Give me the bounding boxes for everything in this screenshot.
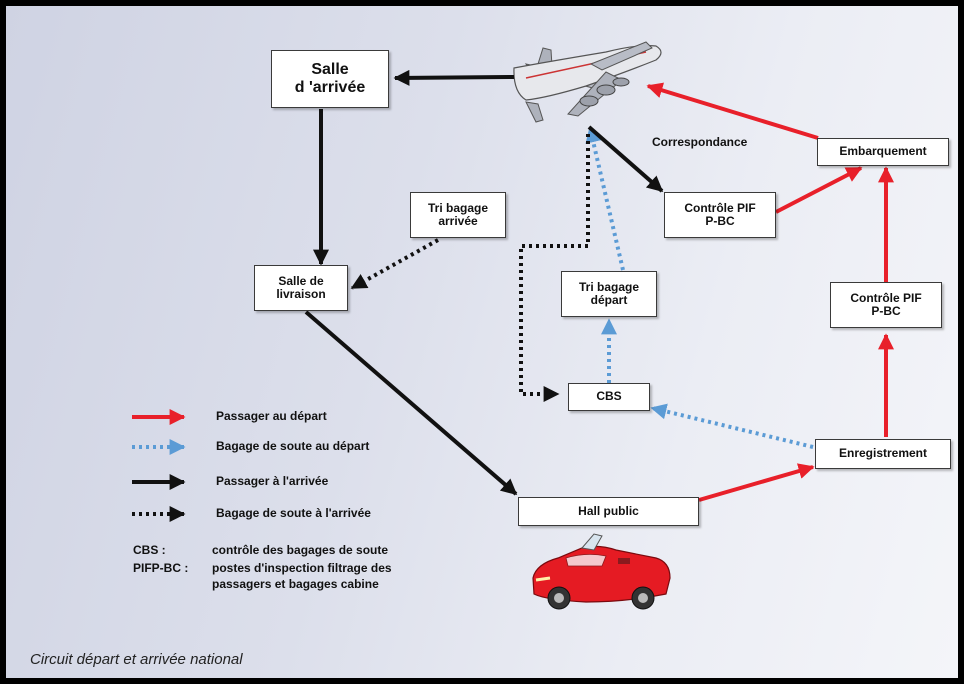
node-tri-bagage-depart: Tri bagage départ: [561, 271, 657, 317]
edge-enregistrement-to-cbs: [650, 403, 814, 449]
edge-tri-depart-to-aircraft: [585, 126, 625, 271]
node-tri-bagage-arrivee: Tri bagage arrivée: [410, 192, 506, 238]
node-controle-pif-right: Contrôle PIF P-BC: [830, 282, 942, 328]
edge-livraison-to-hall: [304, 310, 518, 496]
legend-label-passager-depart: Passager au départ: [216, 409, 327, 423]
abbr-pifp-term: PIFP-BC :: [133, 561, 189, 575]
convertible-car-icon: [532, 533, 671, 610]
airplane-icon: [513, 41, 662, 123]
diagram-caption: Circuit départ et arrivée national: [30, 651, 243, 668]
legend-label-passager-arrivee: Passager à l'arrivée: [216, 474, 329, 488]
abbr-pifp-definition: postes d'inspection filtrage des passage…: [212, 561, 392, 592]
legend-label-bagage-depart: Bagage de soute au départ: [216, 439, 370, 453]
node-controle-pif-top: Contrôle PIF P-BC: [664, 192, 776, 238]
node-salle-arrivee: Salle d 'arrivée: [271, 50, 389, 108]
node-cbs: CBS: [568, 383, 650, 411]
legend-label-bagage-arrivee: Bagage de soute à l'arrivée: [216, 506, 371, 520]
edge-hall-to-enregistrement: [698, 463, 815, 502]
edge-aircraft-to-salle-arrivee: [393, 69, 515, 86]
edge-pif-top-to-embarquement: [775, 166, 863, 214]
node-embarquement: Embarquement: [817, 138, 949, 166]
abbr-cbs-definition: contrôle des bagages de soute: [212, 543, 389, 557]
flow-arrows: [132, 41, 894, 610]
edge-tri-arrivee-to-livraison: [350, 238, 439, 290]
abbr-cbs-term: CBS :: [133, 543, 166, 557]
edge-embarquement-to-aircraft: [646, 82, 819, 140]
node-enregistrement: Enregistrement: [815, 439, 951, 469]
edge-aircraft-to-cbs-correspondance: [519, 134, 590, 402]
edge-label-correspondance: Correspondance: [652, 135, 748, 149]
edge-aircraft-to-pif-top: [587, 125, 664, 193]
node-salle-livraison: Salle de livraison: [254, 265, 348, 311]
node-hall-public: Hall public: [518, 497, 699, 526]
